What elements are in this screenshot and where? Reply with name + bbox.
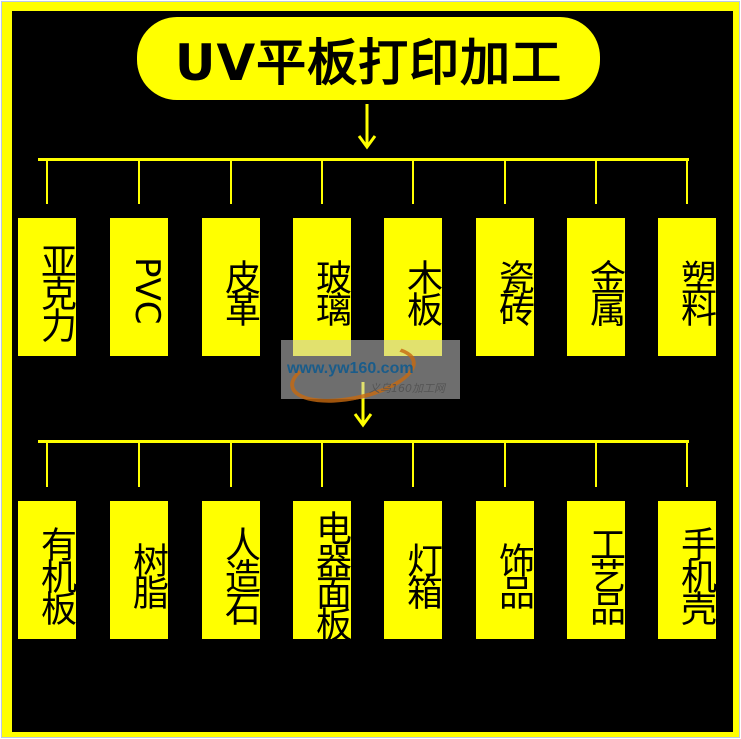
category-label: 有机板	[35, 526, 76, 622]
category-box: 金属	[567, 218, 625, 356]
category-label: 树脂	[127, 542, 168, 606]
connector-vertical	[412, 440, 414, 487]
category-label: 灯箱	[401, 542, 442, 606]
category-label: 手机壳	[675, 526, 716, 622]
category-box: 手机壳	[658, 501, 716, 639]
connector-vertical	[504, 158, 506, 204]
connector-vertical	[412, 158, 414, 204]
category-box: 饰品	[476, 501, 534, 639]
category-box: 木板	[384, 218, 442, 356]
category-box: 灯箱	[384, 501, 442, 639]
category-label: 人造石	[219, 526, 260, 622]
category-box: 皮革	[202, 218, 260, 356]
connector-vertical	[230, 158, 232, 204]
category-label: 工艺品	[584, 526, 625, 622]
watermark-name: 义乌160加工网	[369, 382, 445, 395]
connector-vertical	[504, 440, 506, 487]
category-label: 饰品	[493, 542, 534, 606]
connector-vertical	[46, 158, 48, 204]
connector-vertical	[138, 158, 140, 204]
watermark-url: www.yw160.com	[287, 360, 414, 377]
connector-vertical	[595, 158, 597, 204]
category-box: 树脂	[110, 501, 168, 639]
category-label: 皮革	[219, 259, 260, 323]
category-label: 电器面板	[310, 510, 351, 638]
category-box: 瓷砖	[476, 218, 534, 356]
category-box: 有机板	[18, 501, 76, 639]
connector-vertical	[230, 440, 232, 487]
diagram-title: UV平板打印加工	[137, 17, 600, 100]
category-box: 人造石	[202, 501, 260, 639]
watermark: www.yw160.com 义乌160加工网	[281, 335, 460, 413]
connector-vertical	[686, 158, 688, 204]
category-box: 亚克力	[18, 218, 76, 356]
connector-horizontal	[38, 158, 689, 161]
connector-horizontal	[38, 440, 689, 443]
connector-vertical	[46, 440, 48, 487]
category-label: 木板	[401, 259, 442, 323]
connector-vertical	[138, 440, 140, 487]
connector-vertical	[595, 440, 597, 487]
connector-vertical	[321, 158, 323, 204]
connector-vertical	[686, 440, 688, 487]
category-box: 玻璃	[293, 218, 351, 356]
connector-vertical	[321, 440, 323, 487]
category-label: 亚克力	[35, 243, 76, 339]
category-box: 塑料	[658, 218, 716, 356]
arrow-down-icon	[357, 104, 377, 150]
category-label: 玻璃	[310, 259, 351, 323]
category-box: 电器面板	[293, 501, 351, 639]
category-label: 瓷砖	[493, 259, 534, 323]
category-box: PVC	[110, 218, 168, 356]
category-label: PVC	[127, 257, 167, 325]
category-label: 塑料	[675, 259, 716, 323]
category-box: 工艺品	[567, 501, 625, 639]
category-label: 金属	[584, 259, 625, 323]
